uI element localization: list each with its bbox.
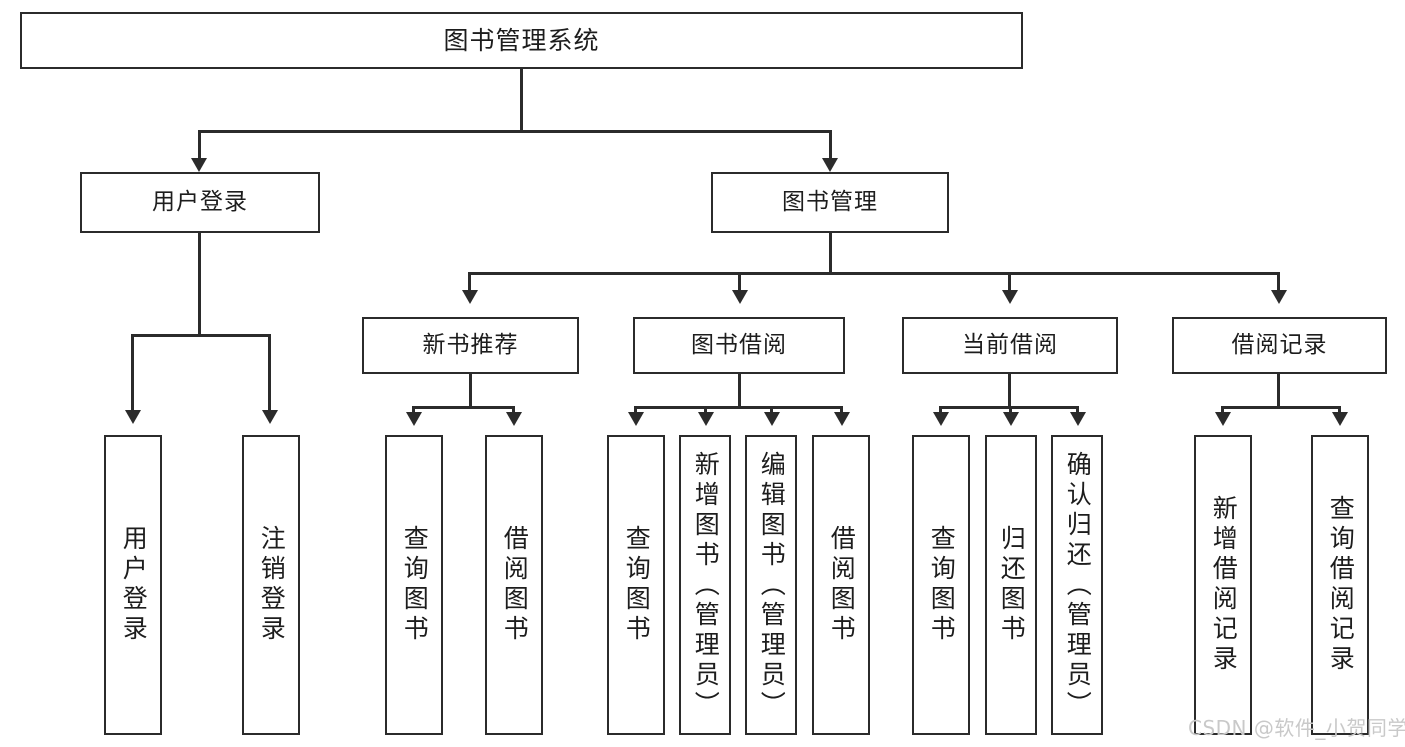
arrowhead-leaf-query-book-recommend — [406, 412, 422, 426]
node-label: 新增图书（管理员） — [691, 451, 721, 721]
connector-cb-branch-3 — [1076, 406, 1079, 414]
connector-root-stem — [520, 69, 523, 131]
node-leaf-add-book-admin[interactable]: 新增图书（管理员） — [679, 435, 731, 735]
connector-book-borrow-stem — [738, 374, 741, 408]
arrowhead-leaf-confirm-return-admin — [1070, 412, 1086, 426]
node-current-borrow[interactable]: 当前借阅 — [902, 317, 1118, 374]
node-new-book-recommend[interactable]: 新书推荐 — [362, 317, 579, 374]
arrowhead-current-borrow — [1002, 290, 1018, 304]
node-label: 当前借阅 — [962, 331, 1058, 358]
connector-user-login-branch-2 — [268, 334, 271, 412]
connector-borrow-record-stem — [1277, 374, 1280, 408]
arrowhead-new-book-recommend — [462, 290, 478, 304]
arrowhead-leaf-borrow-book-borrow — [834, 412, 850, 426]
node-label: 借阅记录 — [1231, 331, 1328, 358]
arrowhead-leaf-add-book-admin — [698, 412, 714, 426]
node-leaf-confirm-return-admin[interactable]: 确认归还（管理员） — [1051, 435, 1103, 735]
node-leaf-return-book[interactable]: 归还图书 — [985, 435, 1037, 735]
connector-current-borrow-stem — [1008, 374, 1011, 408]
node-label: 查询借阅记录 — [1326, 495, 1356, 675]
node-label: 归还图书 — [997, 525, 1027, 645]
connector-borrow-record-bus — [1221, 406, 1340, 409]
connector-user-login-bus — [131, 334, 268, 337]
watermark-text: CSDN @软件_小贺同学 — [1188, 716, 1405, 740]
arrowhead-leaf-borrow-book-recommend — [506, 412, 522, 426]
node-user-login[interactable]: 用户登录 — [80, 172, 320, 233]
connector-bb-branch-3 — [770, 406, 773, 414]
connector-to-borrow-record — [1277, 272, 1280, 292]
connector-cb-branch-1 — [939, 406, 942, 414]
arrowhead-book-management — [822, 158, 838, 172]
node-label: 借阅图书 — [827, 525, 857, 645]
node-book-borrow[interactable]: 图书借阅 — [633, 317, 845, 374]
node-borrow-record[interactable]: 借阅记录 — [1172, 317, 1387, 374]
node-label: 图书管理 — [782, 188, 878, 215]
node-label: 图书借阅 — [691, 331, 787, 358]
arrowhead-leaf-return-book — [1003, 412, 1019, 426]
connector-root-to-user-login — [198, 130, 201, 160]
connector-br-branch-1 — [1221, 406, 1224, 414]
arrowhead-borrow-record — [1271, 290, 1287, 304]
connector-user-login-branch-1 — [131, 334, 134, 412]
node-leaf-borrow-book-recommend[interactable]: 借阅图书 — [485, 435, 543, 735]
connector-br-branch-2 — [1338, 406, 1341, 414]
node-leaf-query-book-recommend[interactable]: 查询图书 — [385, 435, 443, 735]
connector-bb-branch-1 — [634, 406, 637, 414]
arrowhead-leaf-add-borrow-record — [1215, 412, 1231, 426]
arrowhead-leaf-query-book-current — [933, 412, 949, 426]
connector-bb-branch-2 — [704, 406, 707, 414]
node-leaf-query-book-current[interactable]: 查询图书 — [912, 435, 970, 735]
node-label: 用户登录 — [152, 188, 248, 215]
arrowhead-user-login — [191, 158, 207, 172]
node-leaf-add-borrow-record[interactable]: 新增借阅记录 — [1194, 435, 1252, 735]
node-label: 查询图书 — [927, 525, 957, 645]
connector-book-management-stem — [829, 233, 832, 273]
connector-cb-branch-2 — [1009, 406, 1012, 414]
connector-user-login-stem — [198, 233, 201, 335]
node-leaf-logout-login[interactable]: 注销登录 — [242, 435, 300, 735]
connector-bb-branch-4 — [840, 406, 843, 414]
node-leaf-edit-book-admin[interactable]: 编辑图书（管理员） — [745, 435, 797, 735]
node-label: 借阅图书 — [500, 525, 530, 645]
node-leaf-borrow-book-borrow[interactable]: 借阅图书 — [812, 435, 870, 735]
node-book-management[interactable]: 图书管理 — [711, 172, 949, 233]
node-leaf-query-book-borrow[interactable]: 查询图书 — [607, 435, 665, 735]
connector-to-current-borrow — [1008, 272, 1011, 292]
arrowhead-leaf-logout-login — [262, 410, 278, 424]
node-label: 新增借阅记录 — [1209, 495, 1239, 675]
node-root-system[interactable]: 图书管理系统 — [20, 12, 1023, 69]
node-label: 图书管理系统 — [443, 25, 600, 55]
node-label: 注销登录 — [257, 525, 287, 645]
connector-book-borrow-bus — [634, 406, 842, 409]
arrowhead-leaf-user-login — [125, 410, 141, 424]
connector-nbr-branch-1 — [412, 406, 415, 414]
node-label: 确认归还（管理员） — [1063, 451, 1093, 721]
connector-root-to-book-management — [829, 130, 832, 160]
node-label: 查询图书 — [400, 525, 430, 645]
arrowhead-leaf-edit-book-admin — [764, 412, 780, 426]
arrowhead-leaf-query-borrow-record — [1332, 412, 1348, 426]
connector-to-new-book-recommend — [468, 272, 471, 292]
connector-nbr-branch-2 — [512, 406, 515, 414]
connector-to-book-borrow — [738, 272, 741, 292]
connector-new-book-recommend-bus — [412, 406, 514, 409]
node-leaf-query-borrow-record[interactable]: 查询借阅记录 — [1311, 435, 1369, 735]
arrowhead-book-borrow — [732, 290, 748, 304]
node-label: 新书推荐 — [422, 331, 519, 358]
connector-root-bus — [198, 130, 831, 133]
node-leaf-user-login[interactable]: 用户登录 — [104, 435, 162, 735]
connector-new-book-recommend-stem — [469, 374, 472, 408]
arrowhead-leaf-query-book-borrow — [628, 412, 644, 426]
connector-level2-bus — [468, 272, 1280, 275]
node-label: 查询图书 — [622, 525, 652, 645]
node-label: 编辑图书（管理员） — [757, 451, 787, 721]
node-label: 用户登录 — [119, 525, 149, 645]
